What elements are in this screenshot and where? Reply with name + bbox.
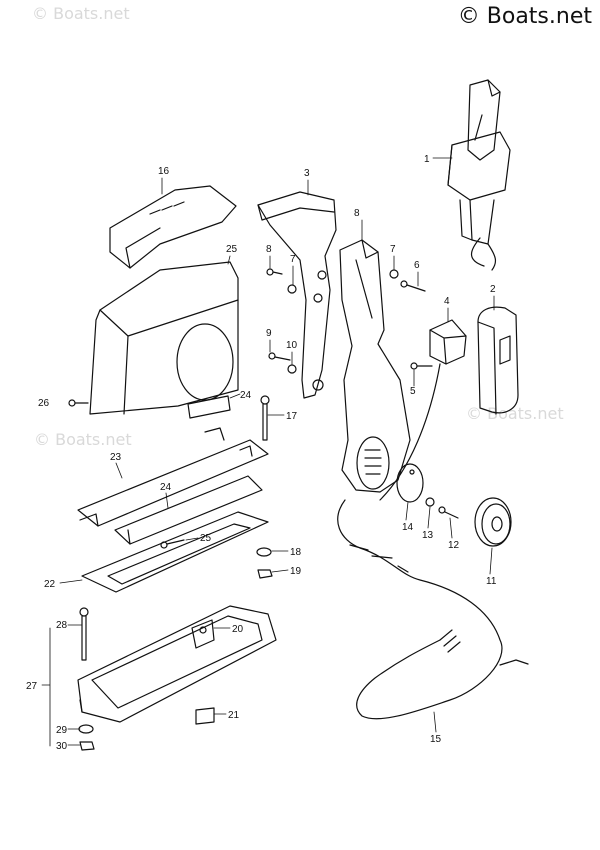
- callout-1: 1: [424, 154, 430, 165]
- callout-24-a: 23: [110, 452, 122, 463]
- watermark-faint-top-left: © Boats.net: [32, 4, 130, 23]
- callout-28: 26: [38, 398, 50, 409]
- callout-10: 10: [286, 340, 298, 351]
- part-11-grommet: [474, 497, 512, 547]
- callout-17: 16: [158, 166, 170, 177]
- part-5-screw: [410, 362, 433, 370]
- callout-26: 24: [240, 390, 252, 401]
- part-13-screw: [438, 506, 459, 519]
- part-7-washer-b: [287, 284, 297, 294]
- callout-24-b: 24: [160, 482, 172, 493]
- part-19-washer: [256, 547, 272, 557]
- callout-30: 28: [56, 620, 68, 631]
- watermark-faint-left: © Boats.net: [34, 430, 132, 449]
- callout-12: 8: [354, 208, 360, 219]
- part-17-top-cover: [109, 185, 237, 269]
- part-23-gasket: [81, 511, 269, 593]
- part-8-screw: [266, 268, 283, 276]
- callout-7-a: 7: [390, 244, 396, 255]
- part-10-washer: [287, 364, 297, 374]
- part-24-bracket-upper: [77, 427, 269, 527]
- part-21-clamp: [191, 619, 215, 649]
- part-20-nut: [257, 569, 273, 579]
- callout-5: 5: [410, 386, 416, 397]
- callout-15: 14: [402, 522, 414, 533]
- part-31-washer: [78, 724, 94, 734]
- part-12-lever-arm: [339, 239, 411, 493]
- part-22-clip: [195, 707, 215, 725]
- callout-4: 4: [444, 296, 450, 307]
- part-14-washer: [425, 497, 435, 507]
- callout-21: 20: [232, 624, 244, 635]
- callout-7-b: 7: [290, 254, 296, 265]
- watermark-main: © Boats.net: [457, 4, 592, 29]
- callout-23: 22: [44, 579, 56, 590]
- watermark-faint-right: © Boats.net: [466, 404, 564, 423]
- callout-31: 29: [56, 725, 68, 736]
- part-18-bolt: [260, 395, 270, 441]
- callout-20: 19: [290, 566, 302, 577]
- part-9-screw: [268, 352, 291, 361]
- part-15-plate: [396, 463, 424, 503]
- part-32-nut: [79, 741, 95, 751]
- part-7-washer-a: [389, 269, 399, 279]
- callout-19: 18: [290, 547, 302, 558]
- part-26-clip: [187, 395, 231, 419]
- part-3-lever: [257, 191, 337, 399]
- callout-11: 11: [486, 576, 497, 587]
- part-30-bolt: [79, 607, 89, 661]
- callout-27: 25: [226, 244, 238, 255]
- callout-14: 13: [422, 530, 434, 541]
- part-6-screw: [400, 280, 426, 292]
- callout-2: 2: [490, 284, 496, 295]
- part-27-housing: [89, 261, 239, 415]
- part-25-screw: [160, 539, 185, 549]
- callout-8: 8: [266, 244, 272, 255]
- callout-3: 3: [304, 168, 310, 179]
- callout-25: 25: [200, 533, 212, 544]
- callout-18: 17: [286, 411, 298, 422]
- part-4-switch: [379, 319, 467, 501]
- part-2-side-cover: [477, 306, 519, 415]
- callout-13: 12: [448, 540, 460, 551]
- part-28-screw: [68, 399, 89, 407]
- callout-32: 30: [56, 741, 68, 752]
- callout-6: 6: [414, 260, 420, 271]
- callout-16: 15: [430, 734, 442, 745]
- part-29-base-tray: [77, 605, 277, 723]
- callout-22: 21: [228, 710, 240, 721]
- callout-29: 27: [26, 681, 38, 692]
- callout-9: 9: [266, 328, 272, 339]
- part-16-wire-harness: [337, 499, 529, 720]
- part-24-bracket-lower: [114, 475, 263, 545]
- part-1-control-unit: [447, 79, 511, 271]
